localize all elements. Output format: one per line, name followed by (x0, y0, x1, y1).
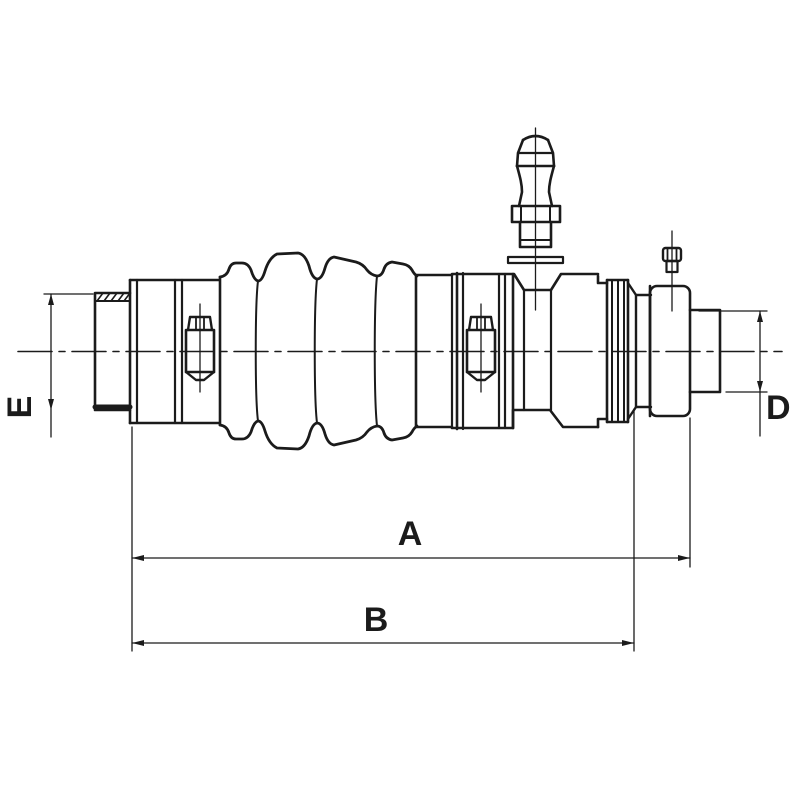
d-arrow-up (757, 311, 763, 322)
a-arrow-left (132, 555, 144, 561)
boot-bottom-profile (218, 419, 419, 451)
d-arrow-down (757, 381, 763, 392)
hatching (96, 292, 131, 302)
left-lock-nut (184, 303, 216, 393)
housing-bottom-edge (450, 408, 600, 430)
wrench-flat-edges (522, 288, 553, 412)
dimension-e (43, 293, 94, 438)
right-stub-shaft (688, 308, 722, 394)
grease-fitting-neck (515, 164, 556, 208)
dimension-label-b: B (364, 601, 389, 639)
b-arrow-left (132, 640, 144, 646)
end-cap (648, 284, 692, 418)
left-stub-shaft (92, 291, 133, 412)
grease-fitting-thread (518, 220, 553, 249)
sealing-washer (506, 255, 565, 265)
right-lock-nut (465, 302, 497, 394)
dimension-b (131, 408, 635, 652)
left-flange (128, 278, 221, 425)
dimension-label-e: E (1, 396, 39, 419)
b-arrow-right (622, 640, 634, 646)
dimension-d (698, 310, 768, 437)
grease-fitting-hex (510, 204, 562, 224)
housing-top-edge (450, 272, 600, 292)
boot-top-profile (218, 251, 419, 283)
dimension-label-d: D (766, 389, 791, 427)
a-arrow-right (678, 555, 690, 561)
joint-housing (414, 271, 609, 431)
dimension-a (131, 417, 691, 652)
dimension-label-a: A (398, 515, 423, 553)
bellows-boot (218, 251, 419, 451)
bleed-screw (661, 230, 683, 312)
ribbed-collar (605, 278, 653, 424)
grease-fitting (506, 127, 565, 311)
e-arrow-up (48, 294, 54, 305)
e-arrow-down (48, 399, 54, 410)
boot-fold-lines (254, 275, 378, 427)
